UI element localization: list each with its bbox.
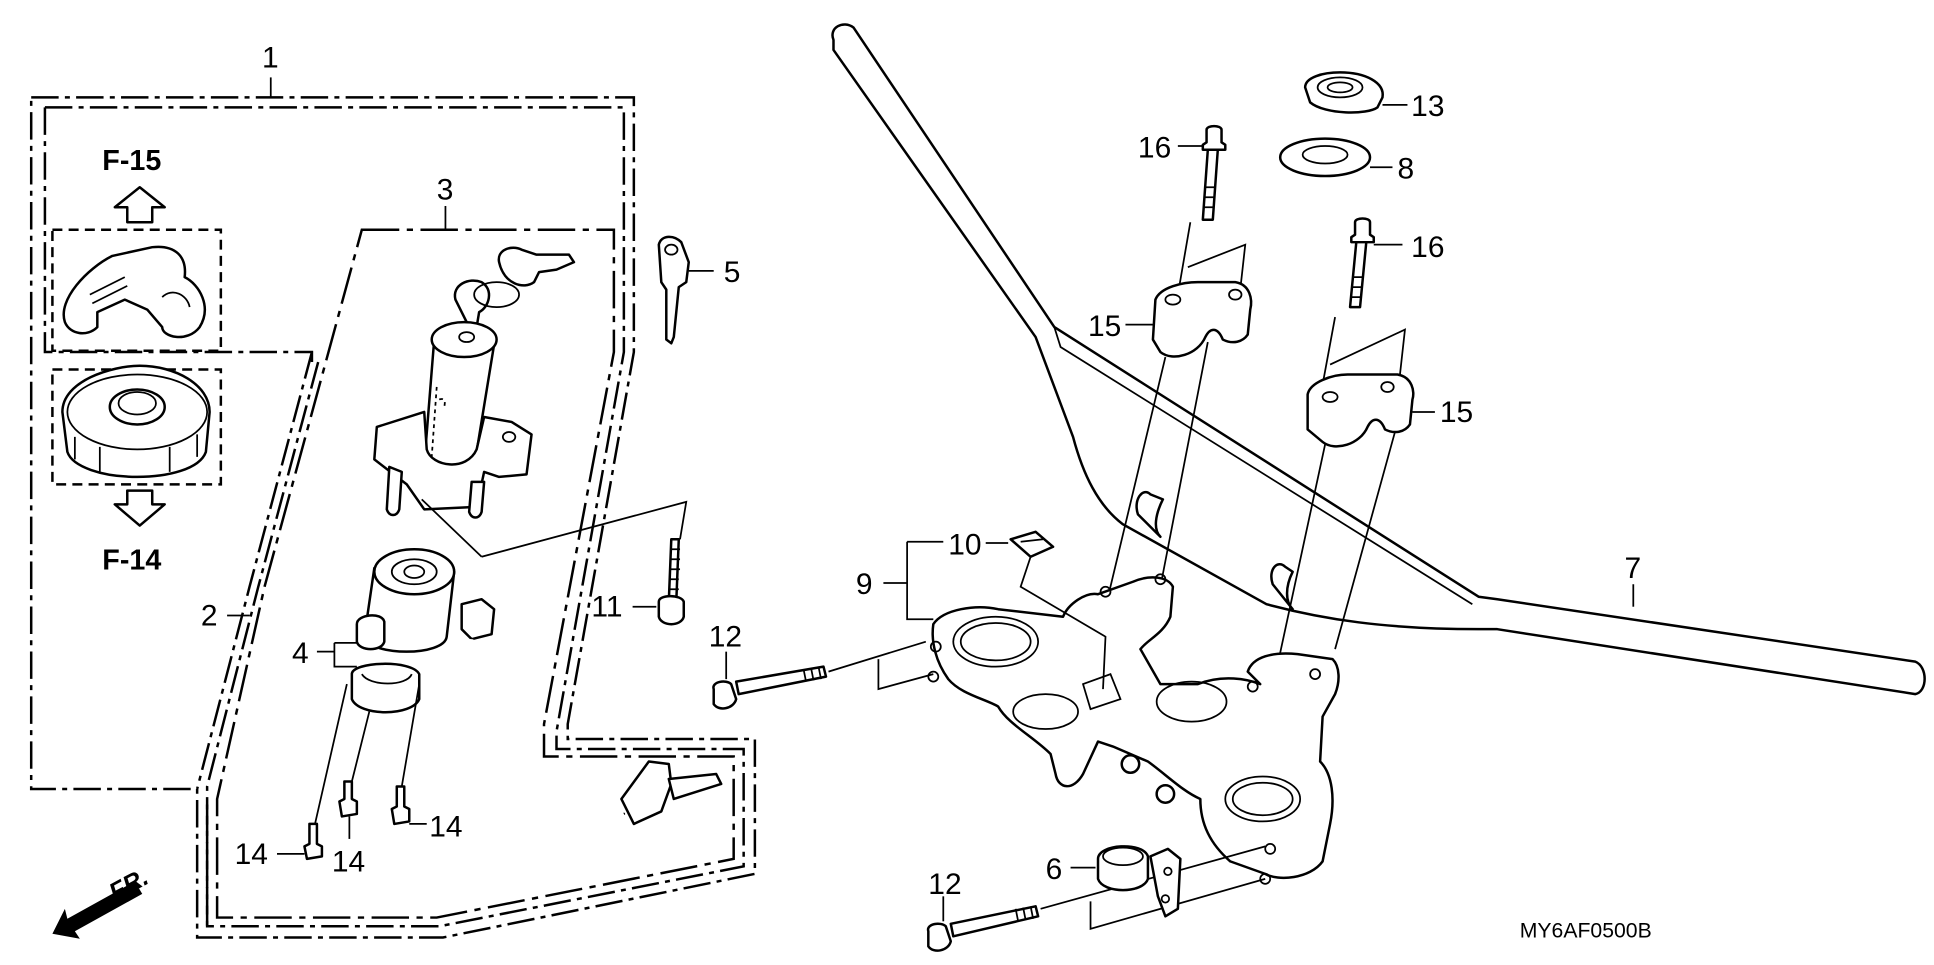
reference-f14-label[interactable]: F-14 (102, 544, 161, 576)
reference-f15-label[interactable]: F-15 (102, 145, 161, 177)
callout-8: 8 (1397, 153, 1414, 186)
part-13-stem-nut[interactable]: 13 (1303, 71, 1445, 123)
callout-2: 2 (201, 599, 218, 632)
callout-15b: 15 (1440, 396, 1473, 429)
part-7-handlebar[interactable]: 7 (831, 23, 1926, 696)
callout-11: 11 (591, 591, 622, 624)
callout-12a: 12 (709, 621, 742, 654)
part-6-clamp[interactable]: 6 (1046, 845, 1182, 918)
reference-f14[interactable]: F-14 (51, 364, 223, 576)
callout-13: 13 (1411, 90, 1444, 123)
part-14-screws[interactable]: 14 14 14 (235, 683, 463, 878)
part-4-steering-lock[interactable]: 4 (292, 548, 723, 830)
part-5-blank-key[interactable]: 5 (657, 235, 741, 345)
callout-14a: 14 (235, 838, 268, 871)
part-9-top-bridge[interactable]: 9 (856, 540, 1340, 885)
reference-f15[interactable]: F-15 (51, 145, 223, 353)
part-8-washer[interactable]: 8 (1278, 137, 1414, 186)
part-16-bolts[interactable]: 16 16 (1138, 124, 1445, 309)
part-10-label[interactable]: 10 (948, 528, 1107, 690)
group-2-frame: 2 (195, 351, 320, 927)
front-indicator: FR. (52, 863, 153, 939)
part-11-screw[interactable]: 11 (591, 538, 686, 626)
part-15-holders[interactable]: 15 15 (1088, 222, 1473, 700)
seat-lock-hook-icon (62, 245, 206, 339)
part-12-bolts[interactable]: 12 12 (709, 621, 1266, 952)
callout-1: 1 (262, 41, 279, 74)
callout-9: 9 (856, 568, 873, 601)
callout-12b: 12 (928, 868, 961, 901)
callout-10: 10 (948, 528, 981, 561)
group-3-frame: 3 (215, 174, 735, 919)
callout-16a: 16 (1138, 131, 1171, 164)
callout-14c: 14 (429, 810, 462, 843)
arrow-down-icon (113, 489, 166, 527)
diagram-code: MY6AF0500B (1520, 920, 1652, 943)
callout-16b: 16 (1411, 231, 1444, 264)
front-arrow-icon (52, 881, 143, 939)
callout-15a: 15 (1088, 310, 1121, 343)
callout-3: 3 (437, 174, 454, 207)
arrow-up-icon (113, 186, 166, 224)
callout-6: 6 (1046, 853, 1063, 886)
callout-4: 4 (292, 637, 309, 670)
callout-14b: 14 (332, 845, 365, 878)
callout-7: 7 (1625, 552, 1642, 585)
group-1-frame: 1 (29, 41, 757, 939)
callout-5: 5 (724, 256, 741, 289)
part-3-ignition-switch[interactable] (373, 246, 688, 558)
